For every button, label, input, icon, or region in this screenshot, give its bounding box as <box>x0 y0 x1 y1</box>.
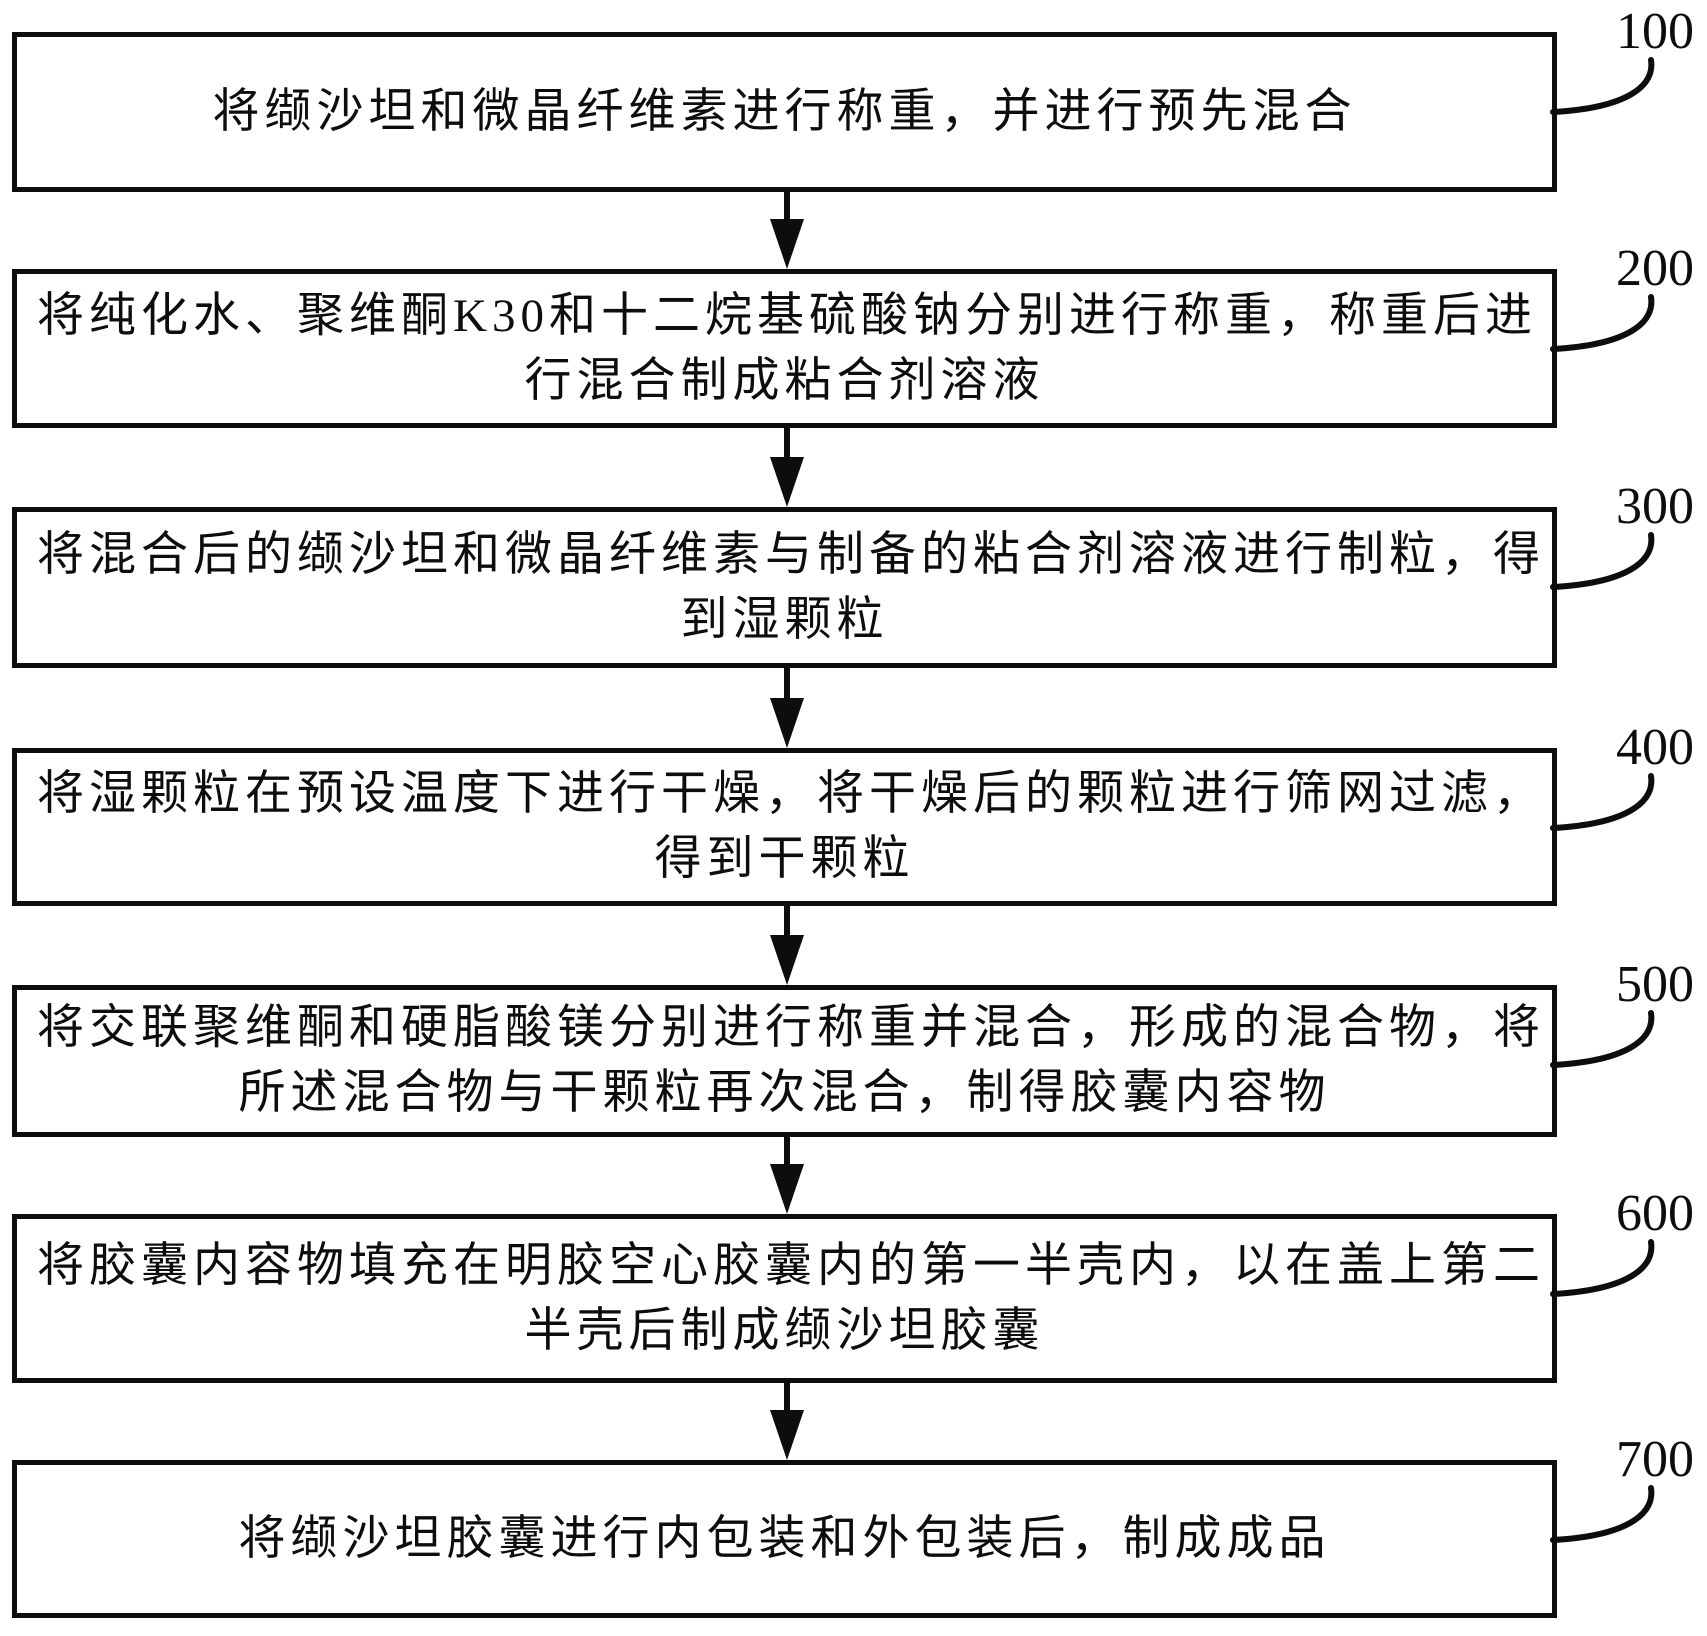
step-number-label: 500 <box>1616 956 1694 1013</box>
flow-step: 将缬沙坦和微晶纤维素进行称重，并进行预先混合 100 <box>0 6 1707 269</box>
down-arrow-icon <box>765 1137 809 1214</box>
text-line: 将混合后的缬沙坦和微晶纤维素与制备的粘合剂溶液进行制粒，得 <box>37 528 1545 581</box>
leader-curve-icon <box>1550 57 1655 115</box>
process-step-text: 将混合后的缬沙坦和微晶纤维素与制备的粘合剂溶液进行制粒，得到湿颗粒 <box>17 523 1552 653</box>
text-line: 将交联聚维酮和硬脂酸镁分别进行称重并混合，形成的混合物，将 <box>37 1002 1545 1054</box>
text-line: 半壳后制成缬沙坦胶囊 <box>524 1304 1045 1357</box>
text-line: 行混合制成粘合剂溶液 <box>524 354 1045 407</box>
step-number-label: 200 <box>1616 240 1694 297</box>
text-line: 得到干颗粒 <box>654 833 915 885</box>
process-box: 将胶囊内容物填充在明胶空心胶囊内的第一半壳内，以在盖上第二半壳后制成缬沙坦胶囊 <box>12 1214 1557 1383</box>
process-box: 将缬沙坦胶囊进行内包装和外包装后，制成成品 <box>12 1460 1557 1618</box>
process-box: 将交联聚维酮和硬脂酸镁分别进行称重并混合，形成的混合物，将所述混合物与干颗粒再次… <box>12 985 1557 1137</box>
arrow-shaft <box>784 1383 790 1411</box>
text-line: 将胶囊内容物填充在明胶空心胶囊内的第一半壳内，以在盖上第二 <box>37 1239 1545 1292</box>
arrow-head <box>770 698 804 748</box>
flow-step: 将纯化水、聚维酮K30和十二烷基硫酸钠分别进行称重，称重后进行混合制成粘合剂溶液… <box>0 243 1707 507</box>
flow-step: 将湿颗粒在预设温度下进行干燥，将干燥后的颗粒进行筛网过滤， 得到干颗粒 400 <box>0 722 1707 985</box>
text-line: 到湿颗粒 <box>680 593 889 646</box>
process-step-text: 将缬沙坦和微晶纤维素进行称重，并进行预先混合 <box>17 80 1552 145</box>
flow-step: 将混合后的缬沙坦和微晶纤维素与制备的粘合剂溶液进行制粒，得到湿颗粒 300 <box>0 481 1707 748</box>
process-step-text: 将缬沙坦胶囊进行内包装和外包装后，制成成品 <box>17 1507 1552 1572</box>
down-arrow-icon <box>765 192 809 269</box>
step-number-label: 700 <box>1616 1431 1694 1488</box>
arrow-shaft <box>784 428 790 458</box>
arrow-shaft <box>784 192 790 220</box>
step-number-label: 400 <box>1616 719 1694 776</box>
leader-curve-icon <box>1550 1239 1655 1297</box>
arrow-shaft <box>784 668 790 699</box>
process-step-text: 将交联聚维酮和硬脂酸镁分别进行称重并混合，形成的混合物，将所述混合物与干颗粒再次… <box>17 996 1552 1126</box>
flow-step: 将胶囊内容物填充在明胶空心胶囊内的第一半壳内，以在盖上第二半壳后制成缬沙坦胶囊 … <box>0 1188 1707 1460</box>
leader-curve-icon <box>1550 294 1655 352</box>
step-number-label: 300 <box>1616 478 1694 535</box>
process-box: 将纯化水、聚维酮K30和十二烷基硫酸钠分别进行称重，称重后进行混合制成粘合剂溶液 <box>12 269 1557 428</box>
process-step-text: 将胶囊内容物填充在明胶空心胶囊内的第一半壳内，以在盖上第二半壳后制成缬沙坦胶囊 <box>17 1234 1552 1364</box>
text-line: 将缬沙坦和微晶纤维素进行称重，并进行预先混合 <box>212 85 1357 138</box>
down-arrow-icon <box>765 1383 809 1460</box>
down-arrow-icon <box>765 668 809 748</box>
down-arrow-icon <box>765 428 809 507</box>
text-line: 将缬沙坦胶囊进行内包装和外包装后，制成成品 <box>238 1512 1331 1565</box>
step-number-label: 600 <box>1616 1185 1694 1242</box>
leader-curve-icon <box>1550 773 1655 831</box>
arrow-head <box>770 1164 804 1214</box>
flow-step: 将交联聚维酮和硬脂酸镁分别进行称重并混合，形成的混合物，将所述混合物与干颗粒再次… <box>0 959 1707 1214</box>
arrow-head <box>770 457 804 507</box>
leader-curve-icon <box>1550 1010 1655 1068</box>
text-line: 所述混合物与干颗粒再次混合，制得胶囊内容物 <box>238 1067 1331 1119</box>
leader-curve-icon <box>1550 1485 1655 1543</box>
arrow-shaft <box>784 1137 790 1165</box>
text-line: 将纯化水、聚维酮K30和十二烷基硫酸钠分别进行称重，称重后进 <box>37 289 1537 342</box>
arrow-head <box>770 219 804 269</box>
step-number-label: 100 <box>1616 3 1694 60</box>
process-step-text: 将纯化水、聚维酮K30和十二烷基硫酸钠分别进行称重，称重后进行混合制成粘合剂溶液 <box>17 284 1552 414</box>
process-step-text: 将湿颗粒在预设温度下进行干燥，将干燥后的颗粒进行筛网过滤， 得到干颗粒 <box>17 762 1552 892</box>
process-box: 将缬沙坦和微晶纤维素进行称重，并进行预先混合 <box>12 32 1557 192</box>
text-line: 将湿颗粒在预设温度下进行干燥，将干燥后的颗粒进行筛网过滤， <box>37 768 1545 820</box>
arrow-head <box>770 935 804 985</box>
down-arrow-icon <box>765 906 809 985</box>
arrow-head <box>770 1410 804 1460</box>
process-box: 将混合后的缬沙坦和微晶纤维素与制备的粘合剂溶液进行制粒，得到湿颗粒 <box>12 507 1557 668</box>
process-box: 将湿颗粒在预设温度下进行干燥，将干燥后的颗粒进行筛网过滤， 得到干颗粒 <box>12 748 1557 906</box>
leader-curve-icon <box>1550 532 1655 590</box>
arrow-shaft <box>784 906 790 936</box>
flow-step: 将缬沙坦胶囊进行内包装和外包装后，制成成品 700 <box>0 1434 1707 1618</box>
